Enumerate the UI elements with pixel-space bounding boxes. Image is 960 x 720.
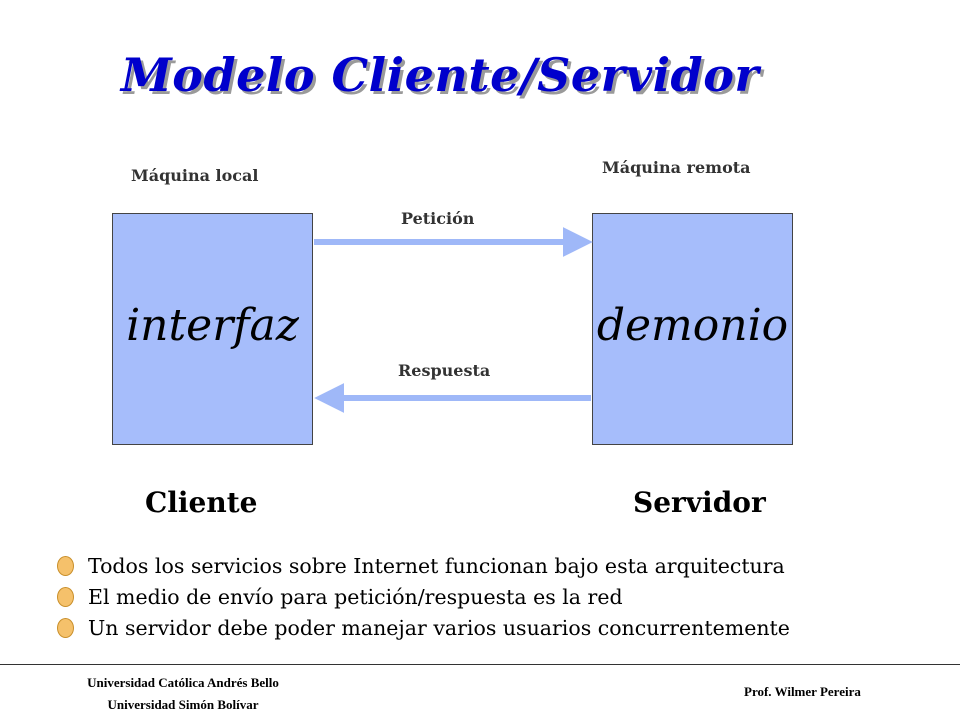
remote-machine-label: Máquina remota (602, 158, 751, 177)
list-item: Todos los servicios sobre Internet funci… (57, 550, 790, 581)
list-item: Un servidor debe poder manejar varios us… (57, 612, 790, 643)
list-item: El medio de envío para petición/respuest… (57, 581, 790, 612)
footer-professor: Prof. Wilmer Pereira (744, 684, 861, 699)
server-box-text: demonio (596, 300, 789, 351)
footer-divider (0, 664, 960, 665)
server-box: demonio (592, 213, 793, 445)
request-label: Petición (401, 209, 475, 228)
client-box-text: interfaz (126, 300, 299, 351)
slide-title: Modelo Cliente/Servidor (120, 48, 760, 102)
client-box: interfaz (112, 213, 313, 445)
server-role-label: Servidor (633, 486, 766, 519)
response-label: Respuesta (398, 361, 491, 380)
footer-university-1: Universidad Católica Andrés Bello (87, 675, 279, 690)
local-machine-label: Máquina local (131, 166, 259, 185)
bullet-icon (57, 617, 74, 638)
footer-university-2: Universidad Simón Bolívar (107, 697, 259, 712)
bullet-icon (57, 555, 74, 576)
client-role-label: Cliente (145, 486, 258, 519)
bullet-icon (57, 586, 74, 607)
bullet-list: Todos los servicios sobre Internet funci… (57, 550, 790, 643)
